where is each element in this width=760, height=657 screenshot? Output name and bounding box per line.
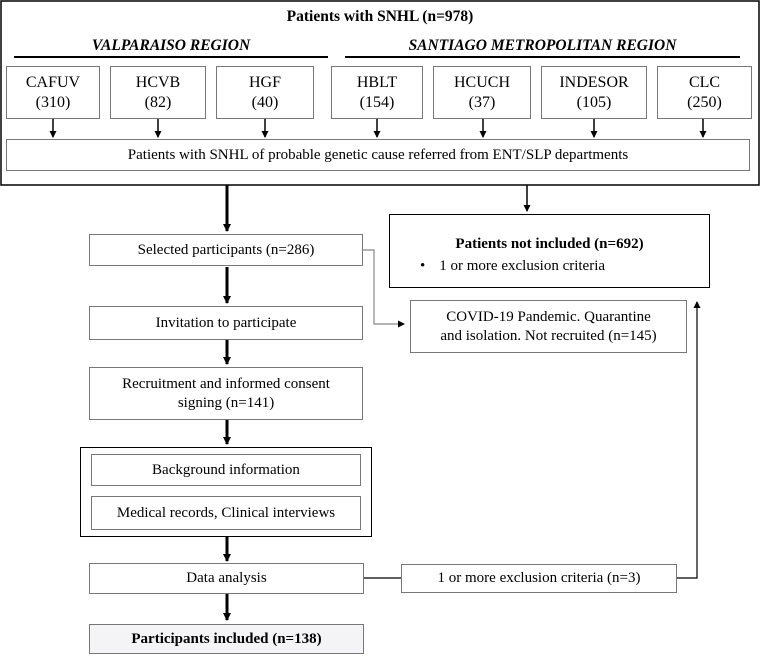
center-count: (250) bbox=[687, 93, 722, 111]
recruitment-box: Recruitment and informed consent signing… bbox=[89, 367, 363, 420]
referral-box: Patients with SNHL of probable genetic c… bbox=[6, 139, 750, 171]
center-box-hblt: HBLT (154) bbox=[331, 66, 423, 119]
covid-box: COVID-19 Pandemic. Quarantine and isolat… bbox=[410, 300, 687, 353]
center-name: INDESOR bbox=[559, 73, 629, 91]
covid-line2: and isolation. Not recruited (n=145) bbox=[440, 327, 657, 344]
center-box-hcvb: HCVB (82) bbox=[110, 66, 206, 119]
center-count: (37) bbox=[468, 93, 496, 111]
center-name: HCVB bbox=[135, 73, 181, 91]
center-box-cafuv: CAFUV (310) bbox=[6, 66, 100, 119]
covid-line1: COVID-19 Pandemic. Quarantine bbox=[446, 308, 651, 325]
center-box-hgf: HGF (40) bbox=[216, 66, 314, 119]
not-included-bullet-text: 1 or more exclusion criteria bbox=[439, 258, 606, 274]
background-info-box: Background information bbox=[91, 454, 361, 486]
medical-records-box: Medical records, Clinical interviews bbox=[91, 496, 361, 530]
center-name: HCUCH bbox=[453, 73, 510, 91]
center-box-clc: CLC (250) bbox=[657, 66, 752, 119]
recruitment-line2: signing (n=141) bbox=[177, 394, 275, 411]
center-count: (82) bbox=[144, 93, 172, 111]
region-valparaiso: VALPARAISO REGION bbox=[91, 37, 251, 54]
not-included-title: Patients not included (n=692) bbox=[455, 236, 644, 252]
not-included-bullet: • 1 or more exclusion criteria bbox=[420, 257, 605, 276]
center-name: CAFUV bbox=[25, 73, 81, 91]
participants-included-box: Participants included (n=138) bbox=[89, 624, 364, 654]
data-analysis-box: Data analysis bbox=[89, 563, 364, 594]
center-name: HBLT bbox=[356, 73, 398, 91]
center-name: CLC bbox=[688, 73, 721, 91]
top-frame bbox=[0, 0, 760, 186]
not-included-box: Patients not included (n=692) • 1 or more… bbox=[389, 214, 710, 288]
invitation-box: Invitation to participate bbox=[89, 306, 363, 340]
center-box-hcuch: HCUCH (37) bbox=[433, 66, 531, 119]
connector-selected-covid bbox=[363, 249, 405, 328]
bullet-icon: • bbox=[420, 258, 426, 274]
region-santiago: SANTIAGO METROPOLITAN REGION bbox=[408, 37, 677, 54]
recruitment-line1: Recruitment and informed consent bbox=[122, 375, 330, 392]
top-title: Patients with SNHL (n=978) bbox=[286, 8, 474, 25]
center-name: HGF bbox=[248, 73, 281, 91]
center-box-indesor: INDESOR (105) bbox=[541, 66, 647, 119]
selected-participants-box: Selected participants (n=286) bbox=[89, 234, 363, 266]
exclusion-box: 1 or more exclusion criteria (n=3) bbox=[401, 564, 677, 593]
center-count: (105) bbox=[576, 93, 612, 111]
center-count: (154) bbox=[359, 93, 395, 111]
connector-exclusion-up bbox=[677, 301, 701, 579]
center-count: (40) bbox=[251, 93, 279, 111]
center-count: (310) bbox=[35, 93, 71, 111]
